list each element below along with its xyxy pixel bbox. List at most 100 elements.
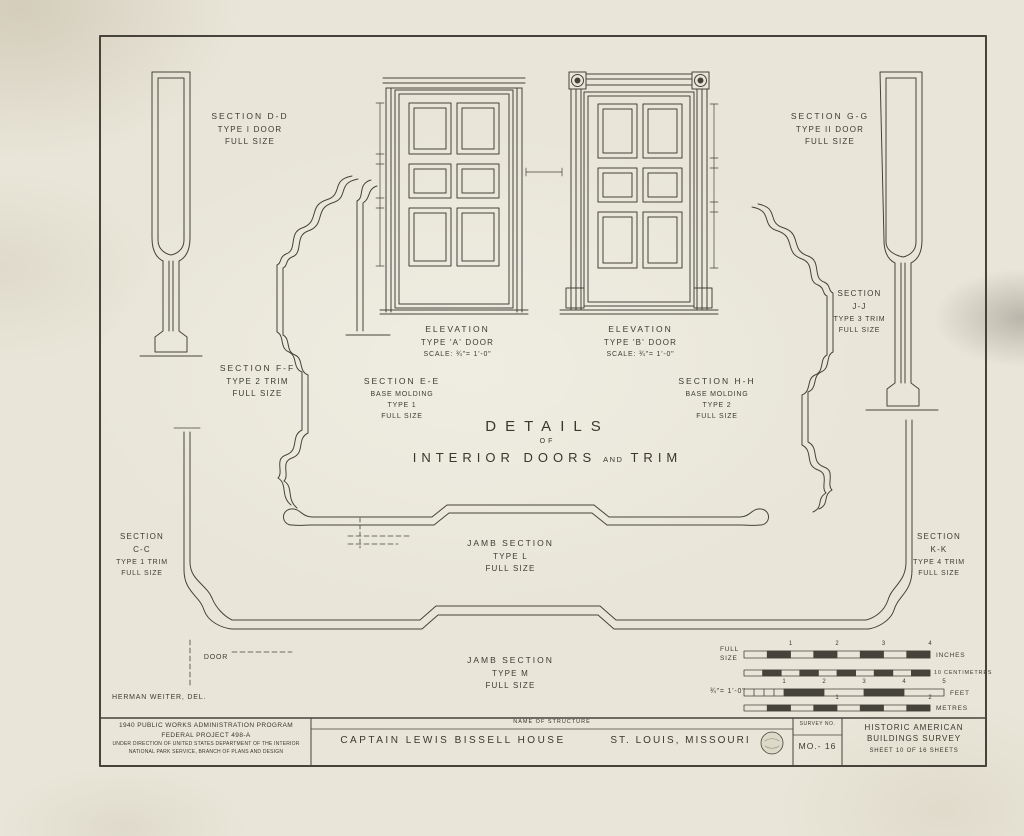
sheet-info: SHEET 10 OF 16 SHEETS [869,748,959,755]
title-block-agency: HISTORIC AMERICAN BUILDINGS SURVEY SHEET… [844,722,984,754]
scale-number: 1 [782,679,786,685]
label-elevation-a: ELEVATION TYPE 'A' DOOR SCALE: ¾"= 1'-0" [395,323,520,361]
scale-number: 4 [928,641,932,647]
label-line: FULL SIZE [804,137,856,147]
sheet-border [99,35,987,767]
label-line: SCALE: ¾"= 1'-0" [423,351,492,359]
agency-line: HISTORIC AMERICAN [864,723,964,732]
section-gg-profile [865,71,939,411]
centimetres-unit-label: 10 CENTIMETRES [934,670,993,676]
door-b-elevation [559,71,719,315]
section-kk-profile [865,419,913,630]
scale-ratio-label: ¾"= 1'-0" [710,688,746,695]
agency-line: BUILDINGS SURVEY [866,734,962,744]
label-line: BASE MOLDING [685,390,749,398]
label-line: K-K [930,544,948,554]
sheet-title-trim: TRIM [630,450,683,465]
label-section-ff: SECTION F-F TYPE 2 TRIM FULL SIZE [200,362,315,401]
program-line: NATIONAL PARK SERVICE, BRANCH OF PLANS A… [128,748,284,755]
label-line: TYPE 'B' DOOR [603,337,678,347]
label-line: J-J [852,301,867,311]
label-line: SECTION D-D [211,111,289,121]
label-line: FULL SIZE [224,137,276,147]
label-line: TYPE 2 TRIM [226,376,289,386]
scale-bars [743,650,945,712]
section-ff-profile [276,175,359,509]
sheet-title-doors: INTERIOR DOORS [412,450,597,465]
label-jamb-l: JAMB SECTION TYPE L FULL SIZE [448,537,573,576]
structure-location: ST. LOUIS, MISSOURI [610,735,751,746]
label-line: SCALE: ¾"= 1'-0" [606,351,675,359]
scale-full-size-label-2: SIZE [720,655,738,662]
sheet-title-line1: DETAILS [485,418,610,435]
label-section-ee: SECTION E-E BASE MOLDING TYPE 1 FULL SIZ… [348,375,456,422]
scale-number: 3 [862,679,866,685]
label-line: TYPE L [493,551,528,561]
scale-number: 2 [822,679,826,685]
label-line: TYPE II DOOR [795,124,865,134]
section-cc-profile [173,427,201,571]
label-line: FULL SIZE [381,412,423,420]
name-of-structure-label: NAME OF STRUCTURE [513,719,591,725]
section-ee-profile [345,179,391,336]
scale-number: 5 [942,679,946,685]
label-line: SECTION G-G [790,111,870,121]
label-line: HERMAN WEITER, DEL. [112,694,207,701]
label-line: FULL SIZE [696,412,738,420]
label-jamb-m: JAMB SECTION TYPE M FULL SIZE [448,654,573,693]
label-delineator: HERMAN WEITER, DEL. [112,692,262,703]
label-section-jj: SECTION J-J TYPE 3 TRIM FULL SIZE [822,288,897,336]
label-line: BASE MOLDING [370,390,434,398]
inches-unit-label: INCHES [936,652,966,659]
structure-name: CAPTAIN LEWIS BISSELL HOUSE [340,735,566,746]
scale-number: 2 [835,641,839,647]
label-line: TYPE I DOOR [217,124,283,134]
label-line: SECTION H-H [678,376,756,386]
label-section-dd: SECTION D-D TYPE I DOOR FULL SIZE [190,110,310,149]
scale-number: 2 [928,695,932,701]
program-line: FEDERAL PROJECT 498-A [161,732,251,740]
surveyor-stamp [760,731,784,755]
label-line: TYPE 4 TRIM [913,558,965,566]
label-line: TYPE M [492,668,529,678]
sheet-title: DETAILS OF INTERIOR DOORS AND TRIM [390,418,705,465]
scale-full-size-label-1: FULL [720,646,740,653]
label-line: C-C [133,544,151,554]
dimension-marks [375,102,719,269]
program-line: 1940 PUBLIC WORKS ADMINISTRATION PROGRAM [118,722,294,729]
jamb-section-m-profile [183,561,869,689]
label-line: FULL SIZE [485,564,536,574]
metres-unit-label: METRES [936,705,968,712]
label-section-gg: SECTION G-G TYPE II DOOR FULL SIZE [770,110,890,149]
label-line: ELEVATION [608,324,673,334]
door-a-elevation [379,77,529,315]
label-line: TYPE 3 TRIM [833,315,886,323]
label-line: TYPE 1 TRIM [116,558,168,566]
feet-numbers: 1 2 3 4 5 [744,679,946,687]
label-line: ELEVATION [425,324,490,334]
section-dd-profile [139,71,203,357]
feet-unit-label: FEET [950,690,970,697]
sheet-title-line3: INTERIOR DOORS AND TRIM [390,450,705,465]
label-door: DOOR [196,652,236,663]
label-line: SECTION [917,532,961,541]
scale-number: 1 [835,695,839,701]
survey-no-value: MO.- 16 [798,741,837,751]
label-section-hh: SECTION H-H BASE MOLDING TYPE 2 FULL SIZ… [663,375,771,422]
label-line: SECTION E-E [363,376,441,386]
inches-numbers: 1 2 3 4 [744,641,932,649]
label-line: FULL SIZE [232,389,283,399]
label-line: TYPE 'A' DOOR [420,337,495,347]
label-section-cc: SECTION C-C TYPE 1 TRIM FULL SIZE [102,531,182,579]
label-line: DOOR [203,654,229,661]
section-hh-profile [751,203,834,513]
sheet-title-and: AND [603,455,624,464]
title-block-program: 1940 PUBLIC WORKS ADMINISTRATION PROGRAM… [104,721,308,757]
label-line: FULL SIZE [121,569,163,577]
label-line: SECTION [837,289,882,298]
label-line: FULL SIZE [838,326,881,334]
sheet-title-line2: OF [539,438,556,445]
label-line: JAMB SECTION [467,538,554,548]
